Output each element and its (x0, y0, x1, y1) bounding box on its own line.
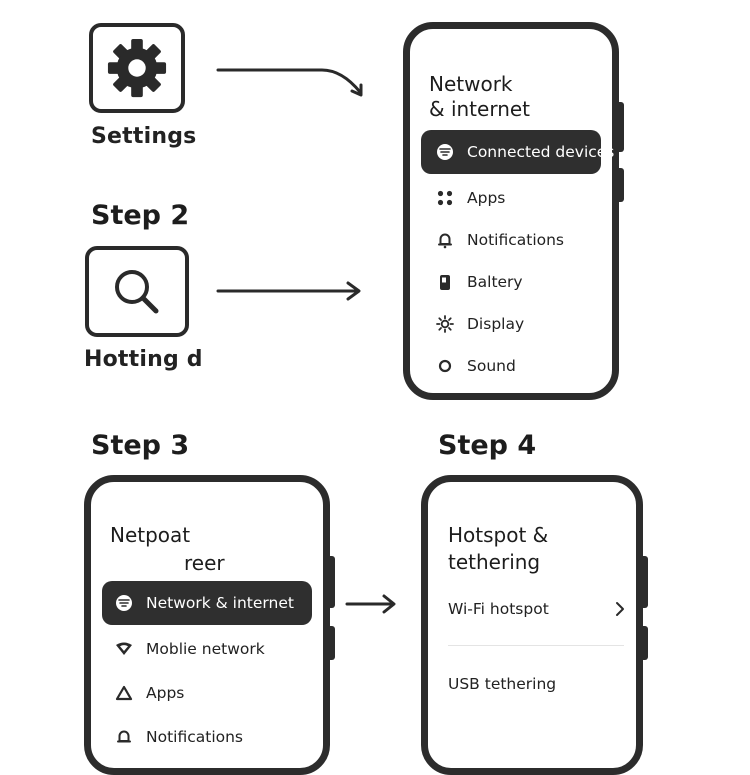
gear-icon (107, 38, 167, 98)
phone-side-button (643, 626, 648, 660)
phone-side-button (619, 102, 624, 152)
phone-side-button (619, 168, 624, 202)
phone-network-list: Netpoat reer Network & internet Moblie n… (84, 475, 330, 775)
arrow-right-icon (345, 594, 396, 614)
phone-side-button (643, 556, 648, 608)
chevron-right-icon (616, 602, 624, 616)
menu-item-wifi-hotspot[interactable]: Wi-Fi hotspot (448, 600, 549, 618)
wifi-badge-icon (115, 594, 133, 612)
phone-hotspot-tethering: Hotspot & tethering Wi-Fi hotspot USB te… (421, 475, 643, 775)
arrow-right-icon (216, 281, 361, 301)
triangle-icon (115, 684, 133, 702)
step-3-heading: Step 3 (91, 430, 190, 461)
step-2-heading: Step 2 (91, 200, 190, 231)
search-caption: Hotting d (84, 347, 203, 372)
battery-icon (436, 273, 454, 291)
menu-item-usb-tethering[interactable]: USB tethering (448, 675, 557, 693)
step-4-heading: Step 4 (438, 430, 537, 461)
menu-item-apps[interactable]: Apps (421, 182, 601, 214)
arrow-right-curved-icon (216, 68, 363, 97)
menu-item-battery[interactable]: Baltery (421, 266, 601, 298)
settings-tile[interactable] (89, 23, 185, 113)
bell-icon (115, 728, 133, 746)
search-tile[interactable] (85, 246, 189, 337)
phone-side-button (330, 556, 335, 608)
signal-icon (115, 640, 133, 658)
screen-title: Netpoat reer (110, 523, 225, 575)
settings-caption: Settings (91, 124, 197, 149)
search-icon (115, 269, 159, 313)
menu-item-display[interactable]: Display (421, 308, 601, 340)
screen-title: Network & internet (429, 72, 531, 121)
menu-item-notifications[interactable]: Notifications (421, 224, 601, 256)
bell-icon (436, 231, 454, 249)
wifi-badge-icon (436, 143, 454, 161)
screen-title: Hotspot & tethering (448, 523, 549, 574)
phone-network-internet: Network & internet Connected devices App… (403, 22, 619, 400)
circle-icon (436, 357, 454, 375)
menu-item-network-internet[interactable]: Network & internet (102, 581, 312, 625)
menu-item-sound[interactable]: Sound (421, 350, 601, 382)
brightness-icon (436, 315, 454, 333)
menu-item-notifications[interactable]: Notifications (102, 721, 312, 753)
apps-grid-icon (436, 189, 454, 207)
phone-side-button (330, 626, 335, 660)
menu-item-mobile-network[interactable]: Moblie network (102, 633, 312, 665)
menu-item-apps[interactable]: Apps (102, 677, 312, 709)
menu-item-connected-devices[interactable]: Connected devices (421, 130, 614, 174)
divider (448, 645, 624, 646)
